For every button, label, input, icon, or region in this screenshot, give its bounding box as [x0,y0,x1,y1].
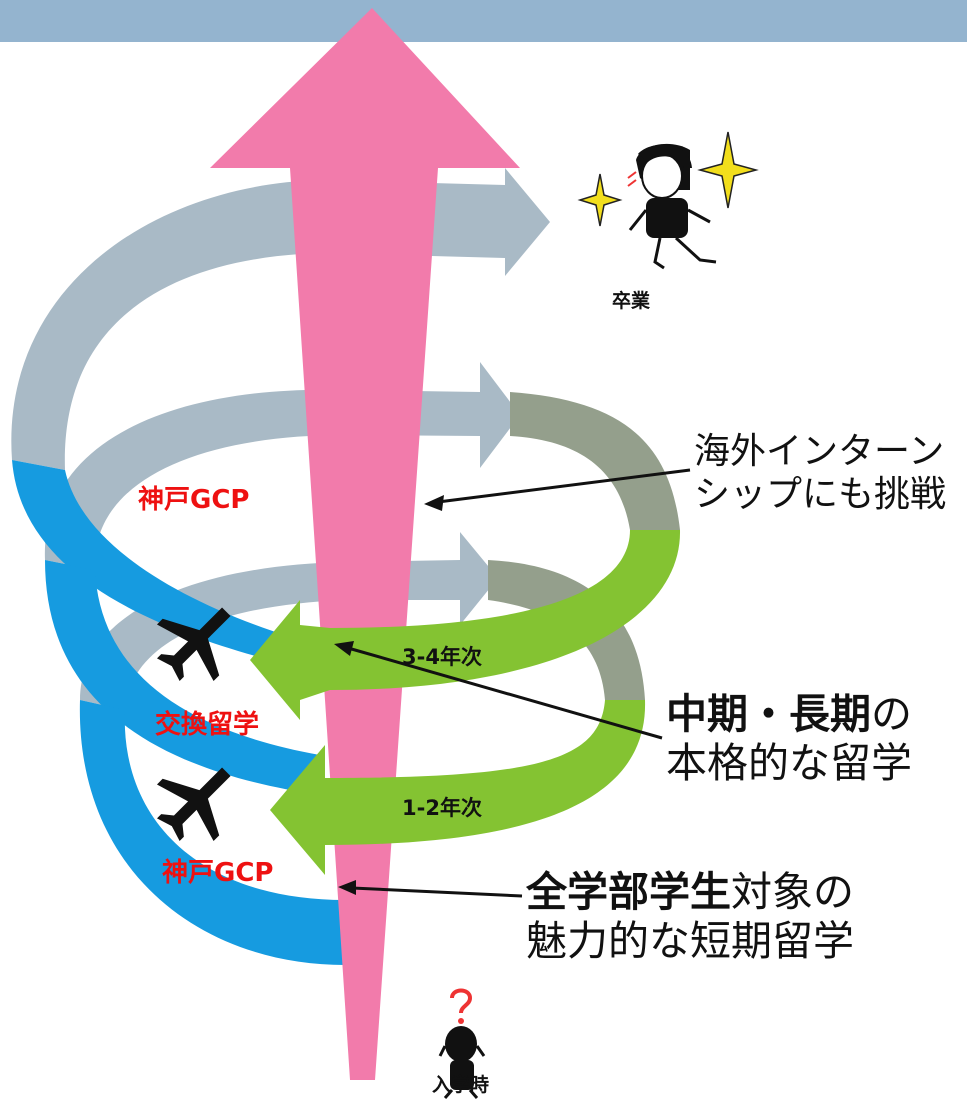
exchange-study-label: 交換留学 [155,710,260,740]
spiral-upper-back-shade [510,392,680,530]
enrollment-caption: 入学時 [432,1074,490,1096]
main-growth-arrow [210,8,520,1080]
spiral-lower-blue-band [79,700,345,965]
short-study-note-tail: 対象の [731,868,854,916]
spiral-upper-back-band [44,362,520,570]
short-study-note-line1: 全学部学生対象の [526,868,854,917]
short-study-note-emphasis: 全学部学生 [526,868,731,916]
sparkle-icon [577,173,623,227]
sparkle-icon [697,131,759,209]
midlong-study-note-line1: 中期・長期の [666,690,912,739]
spiral-lower-green-band [270,700,646,875]
internship-note: 海外インターン シップにも挑戦 [694,430,946,516]
midlong-study-note-tail: の [871,690,912,738]
year-1-2-label: 1-2年次 [402,796,482,820]
graduation-caption: 卒業 [612,290,651,312]
graduate-figure [577,131,759,270]
spiral-upper-green-band [250,530,681,720]
spiral-green-layer [250,530,681,875]
spiral-lower-back-shade [488,560,645,700]
internship-note-line2: シップにも挑戦 [694,474,947,516]
header-bar [0,0,967,42]
year-3-4-label: 3-4年次 [402,645,482,669]
short-study-note: 全学部学生対象の 魅力的な短期留学 [526,868,854,966]
midlong-study-note: 中期・長期の 本格的な留学 [666,690,912,788]
internship-note-line1: 海外インターン [694,431,945,472]
short-study-note-line2: 魅力的な短期留学 [526,917,854,966]
student-figure [438,988,486,1099]
airplane-icon [156,607,231,682]
pointer-lines [334,468,691,898]
midlong-study-note-emphasis: 中期・長期 [666,690,871,738]
kobe-gcp-lower-label: 神戸GCP [162,858,274,888]
question-mark-icon [450,988,473,1014]
spiral-upper-blue-band [45,560,320,795]
midlong-study-note-line2: 本格的な留学 [666,739,912,788]
kobe-gcp-upper-label: 神戸GCP [138,485,250,515]
airplane-icon [156,767,231,842]
